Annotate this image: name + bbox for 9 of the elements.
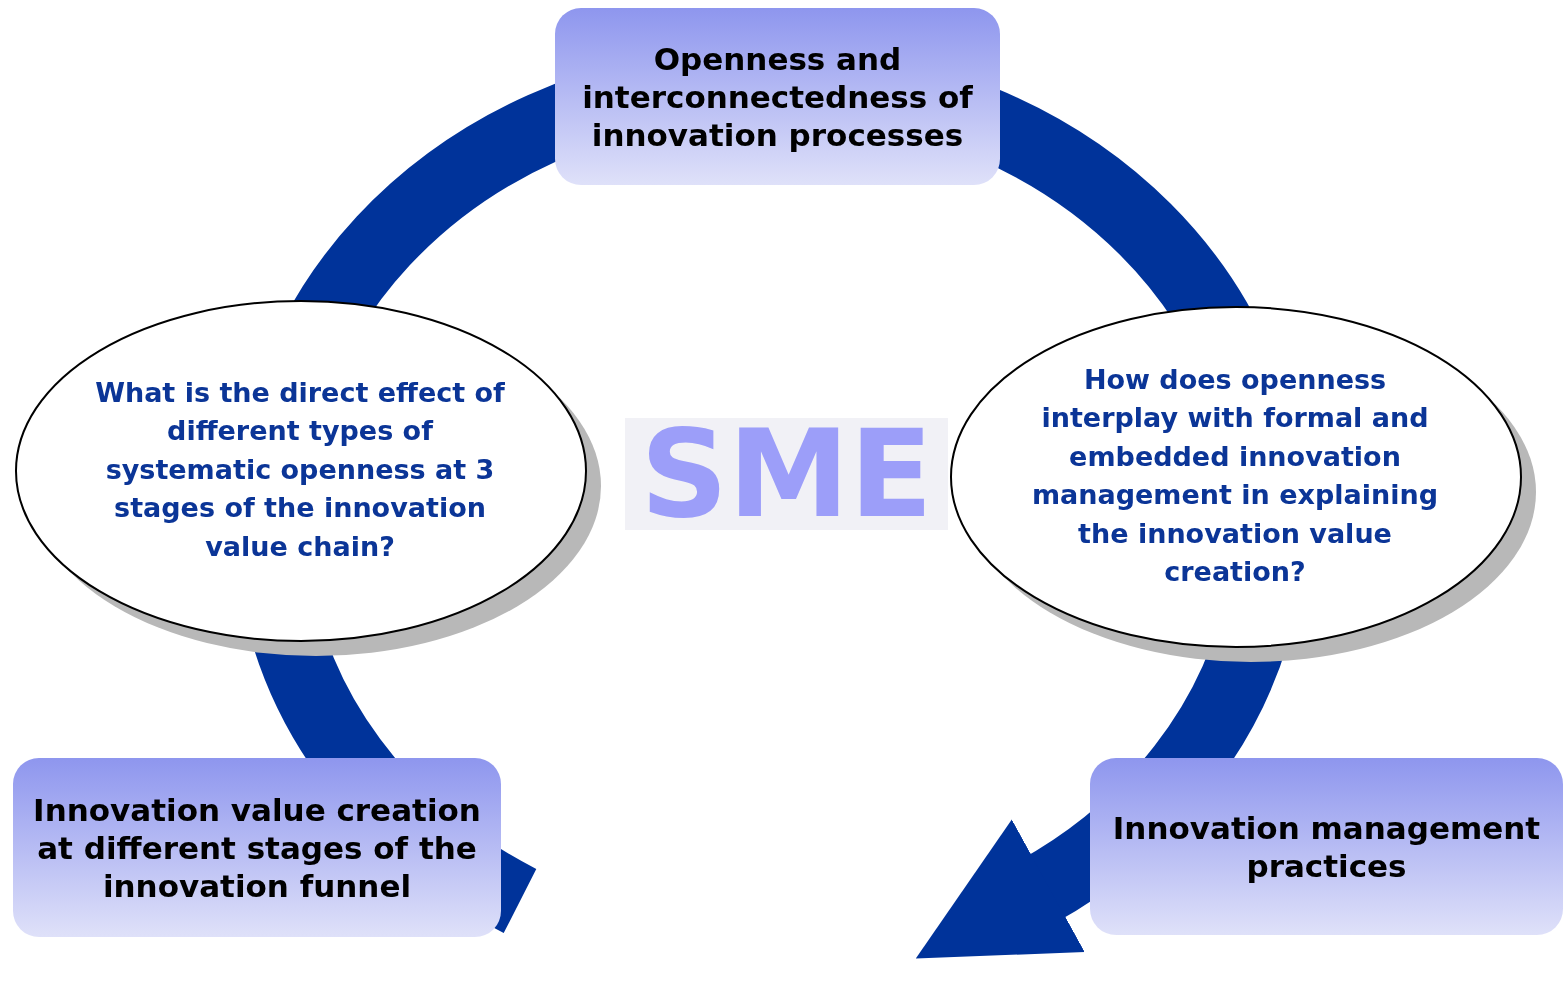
process-box [555, 8, 1000, 185]
box-text: Openness and interconnectedness of innovation processes [581, 39, 974, 154]
question-text: What is the direct effect of different types of systematic openness at 3 stages of the innovation value chain? [94, 375, 506, 564]
process-box [1090, 758, 1563, 935]
process-box [13, 758, 501, 937]
box-text: Innovation value creation at different stages of the innovation funnel [32, 790, 482, 905]
box-text: Innovation management practices [1111, 808, 1542, 885]
question-text: How does openness interplay with formal and embedded innovation management in explaining the innovation value creation? [1030, 362, 1440, 589]
center-title: SME [640, 413, 933, 535]
